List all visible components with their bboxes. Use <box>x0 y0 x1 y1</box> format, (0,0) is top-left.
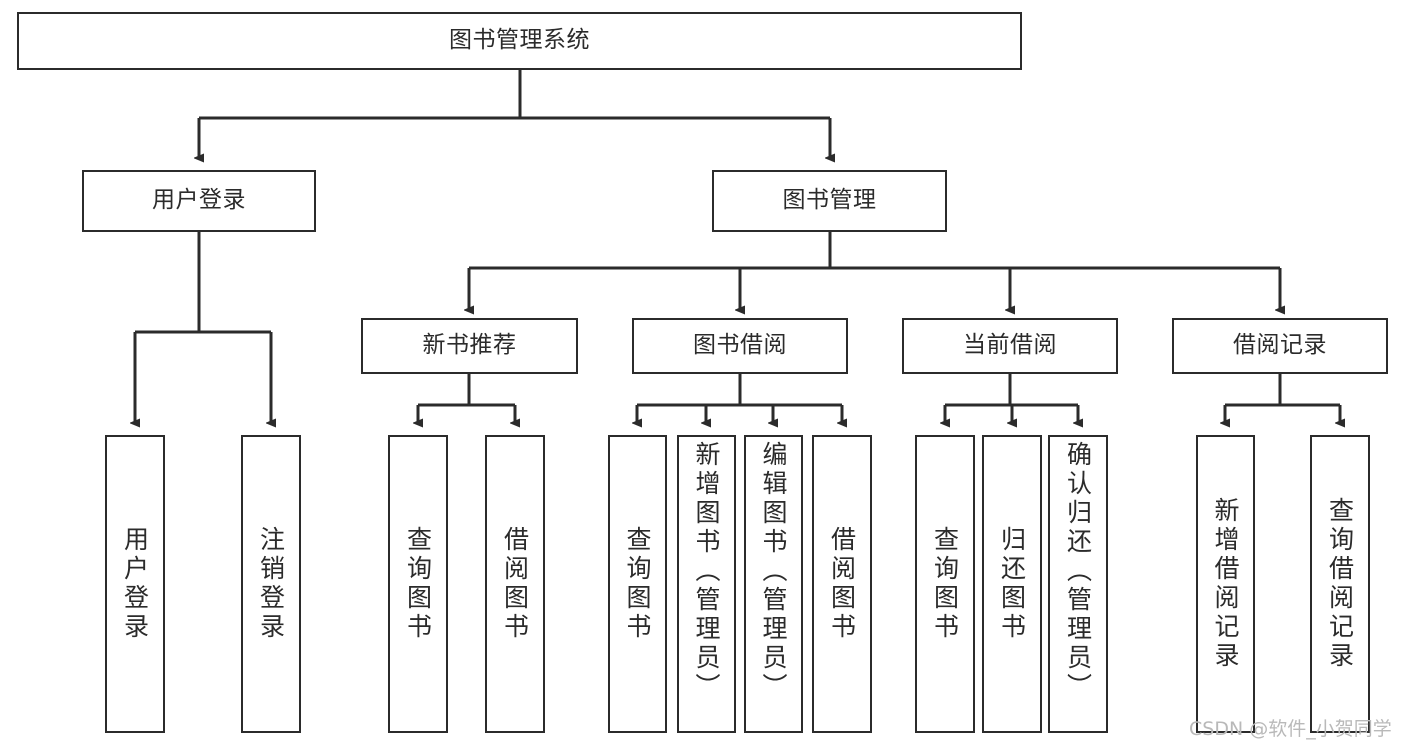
node-leaf-edit-book-admin[interactable]: 编辑图书（管理员） <box>744 435 803 733</box>
node-label: 查询借阅记录 <box>1325 497 1355 671</box>
csdn-watermark: CSDN @软件_小贺同学 <box>1189 718 1392 740</box>
node-label: 查询图书 <box>403 526 433 642</box>
node-new-book-recommend[interactable]: 新书推荐 <box>361 318 578 374</box>
node-label: 图书管理系统 <box>449 27 590 54</box>
node-leaf-query-books-recommend[interactable]: 查询图书 <box>388 435 448 733</box>
node-label: 图书管理 <box>782 187 877 214</box>
node-label: 借阅记录 <box>1233 332 1327 359</box>
node-label: 查询图书 <box>930 526 960 642</box>
node-leaf-return-books[interactable]: 归还图书 <box>982 435 1042 733</box>
node-label: 新增借阅记录 <box>1211 497 1240 671</box>
node-label: 用户登录 <box>152 187 246 214</box>
node-current-borrow[interactable]: 当前借阅 <box>902 318 1118 374</box>
node-leaf-user-login[interactable]: 用户登录 <box>105 435 165 733</box>
node-label: 图书借阅 <box>693 332 787 359</box>
node-label: 当前借阅 <box>963 332 1057 359</box>
node-leaf-confirm-return-admin[interactable]: 确认归还（管理员） <box>1048 435 1108 733</box>
node-label: 借阅图书 <box>500 526 530 642</box>
node-leaf-add-book-admin[interactable]: 新增图书（管理员） <box>677 435 736 733</box>
node-label: 查询图书 <box>623 526 652 642</box>
node-leaf-borrow-books[interactable]: 借阅图书 <box>812 435 872 733</box>
node-label: 确认归还（管理员） <box>1063 441 1093 702</box>
node-label: 编辑图书（管理员） <box>759 441 788 702</box>
node-label: 归还图书 <box>997 526 1027 642</box>
node-label: 新书推荐 <box>422 332 517 359</box>
node-leaf-borrow-books-recommend[interactable]: 借阅图书 <box>485 435 545 733</box>
node-label: 新增图书（管理员） <box>692 441 721 702</box>
node-leaf-query-books-borrow[interactable]: 查询图书 <box>608 435 667 733</box>
node-leaf-add-borrow-record[interactable]: 新增借阅记录 <box>1196 435 1255 733</box>
node-borrow-record[interactable]: 借阅记录 <box>1172 318 1388 374</box>
node-book-management[interactable]: 图书管理 <box>712 170 947 232</box>
node-leaf-query-borrow-record[interactable]: 查询借阅记录 <box>1310 435 1370 733</box>
node-book-borrow[interactable]: 图书借阅 <box>632 318 848 374</box>
node-leaf-logout[interactable]: 注销登录 <box>241 435 301 733</box>
node-label: 借阅图书 <box>827 526 857 642</box>
node-root-book-management-system[interactable]: 图书管理系统 <box>17 12 1022 70</box>
node-label: 用户登录 <box>120 526 150 642</box>
node-label: 注销登录 <box>256 526 286 642</box>
node-user-login[interactable]: 用户登录 <box>82 170 316 232</box>
node-leaf-query-books-current[interactable]: 查询图书 <box>915 435 975 733</box>
